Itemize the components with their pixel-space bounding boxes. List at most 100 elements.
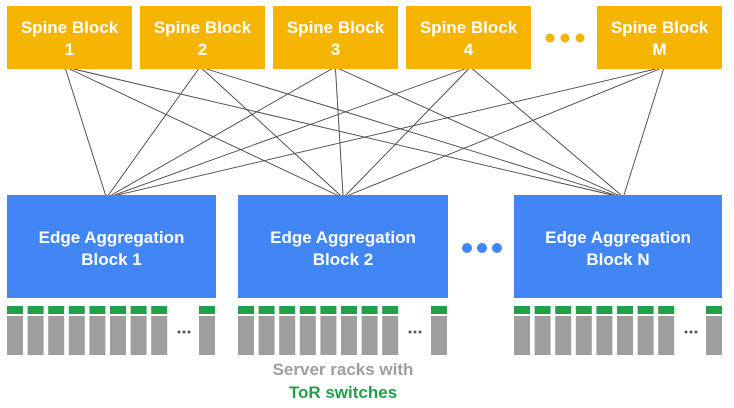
rack-body	[514, 316, 530, 355]
rack-body	[596, 316, 613, 355]
tor-switch	[110, 306, 126, 314]
edge-block-1: Edge Aggregation Block 1	[7, 195, 216, 298]
spine-1-to-edge-1-link	[65, 68, 106, 196]
tor-switch	[27, 306, 44, 314]
rack-body	[706, 316, 722, 355]
spine-2-to-edge-2-link	[202, 68, 341, 196]
server-rack	[706, 306, 722, 355]
edge-block-n-label: Edge Aggregation	[545, 228, 691, 247]
spine-ellipsis-dot	[560, 33, 570, 43]
spine-5-to-edge-3-link	[623, 68, 664, 196]
edge-block-1-box	[7, 195, 216, 298]
spine-block-2-label: Spine Block	[154, 18, 252, 37]
rack-body	[575, 316, 592, 355]
rack-body	[130, 316, 147, 355]
caption-line-2: ToR switches	[289, 383, 397, 402]
edge-block-n-number: Block N	[586, 250, 649, 269]
server-racks	[7, 306, 722, 355]
caption: Server racks with ToR switches	[273, 360, 414, 402]
spine-5-to-edge-2-link	[348, 68, 660, 196]
rack-body	[361, 316, 378, 355]
tor-switch	[89, 306, 106, 314]
rack-body	[534, 316, 551, 355]
rack-body	[151, 316, 168, 355]
spine-block-m-number: M	[652, 40, 666, 59]
spine-block-1: Spine Block 1	[7, 6, 132, 69]
spine-4-to-edge-2-link	[345, 68, 469, 196]
server-rack	[110, 306, 126, 355]
edge-ellipsis	[462, 243, 502, 253]
server-rack	[48, 306, 65, 355]
tor-switch	[596, 306, 613, 314]
server-rack	[534, 306, 551, 355]
rack-body	[48, 316, 65, 355]
spine-ellipsis	[545, 33, 585, 43]
tor-switch	[68, 306, 85, 314]
tor-switch	[617, 306, 633, 314]
rack-body	[199, 316, 215, 355]
tor-switch	[258, 306, 275, 314]
tor-switch	[431, 306, 447, 314]
tor-switch	[238, 306, 254, 314]
tor-switch	[361, 306, 378, 314]
spine-3-to-edge-2-link	[335, 68, 344, 196]
rack-body	[617, 316, 633, 355]
spine-block-m: Spine Block M	[597, 6, 722, 69]
rack-ellipsis-dot	[684, 330, 688, 334]
server-rack	[68, 306, 85, 355]
edge-block-n: Edge Aggregation Block N	[514, 195, 722, 298]
spine-block-4-box	[406, 6, 531, 69]
rack-body	[341, 316, 357, 355]
tor-switch	[382, 306, 399, 314]
server-rack	[637, 306, 654, 355]
tor-switch	[706, 306, 722, 314]
rack-ellipsis-dot	[187, 330, 191, 334]
spine-4-to-edge-1-link	[114, 68, 465, 196]
edge-aggregation-blocks: Edge Aggregation Block 1 Edge Aggregatio…	[7, 195, 722, 298]
rack-body	[27, 316, 44, 355]
tor-switch	[514, 306, 530, 314]
rack-body	[68, 316, 85, 355]
server-rack	[151, 306, 168, 355]
edge-ellipsis-dot	[462, 243, 472, 253]
spine-block-1-label: Spine Block	[21, 18, 119, 37]
rack-ellipsis-dot	[182, 330, 186, 334]
server-rack	[258, 306, 275, 355]
rack-body	[238, 316, 254, 355]
rack-body	[637, 316, 654, 355]
rack-body	[279, 316, 296, 355]
rack-ellipsis-dot	[418, 330, 422, 334]
spine-block-4-number: 4	[464, 40, 474, 59]
rack-body	[658, 316, 675, 355]
tor-switch	[299, 306, 316, 314]
rack-ellipsis-dot	[413, 330, 417, 334]
spine-blocks: Spine Block 1 Spine Block 2 Spine Block …	[7, 6, 722, 69]
edge-block-2-number: Block 2	[313, 250, 373, 269]
edge-ellipsis-dot	[492, 243, 502, 253]
server-rack	[575, 306, 592, 355]
tor-switch	[7, 306, 23, 314]
server-rack	[27, 306, 44, 355]
spine-block-3-number: 3	[331, 40, 340, 59]
server-rack	[382, 306, 399, 355]
tor-switch	[320, 306, 337, 314]
spine-5-to-edge-1-link	[117, 68, 656, 196]
tor-switch	[534, 306, 551, 314]
caption-line-1: Server racks with	[273, 360, 414, 379]
rack-body	[89, 316, 106, 355]
server-rack	[555, 306, 572, 355]
rack-body	[110, 316, 126, 355]
spine-2-to-edge-1-link	[108, 68, 199, 196]
rack-ellipsis-dot	[689, 330, 693, 334]
spine-block-1-box	[7, 6, 132, 69]
edge-block-1-number: Block 1	[81, 250, 141, 269]
tor-switch	[575, 306, 592, 314]
server-rack	[238, 306, 254, 355]
spine-2-to-edge-3-link	[206, 68, 616, 196]
spine-1-to-edge-3-link	[73, 68, 613, 196]
spine-block-2-number: 2	[198, 40, 207, 59]
spine-3-to-edge-3-link	[339, 68, 619, 196]
spine-3-to-edge-1-link	[111, 68, 332, 196]
tor-switch	[151, 306, 168, 314]
spine-block-3: Spine Block 3	[273, 6, 398, 69]
